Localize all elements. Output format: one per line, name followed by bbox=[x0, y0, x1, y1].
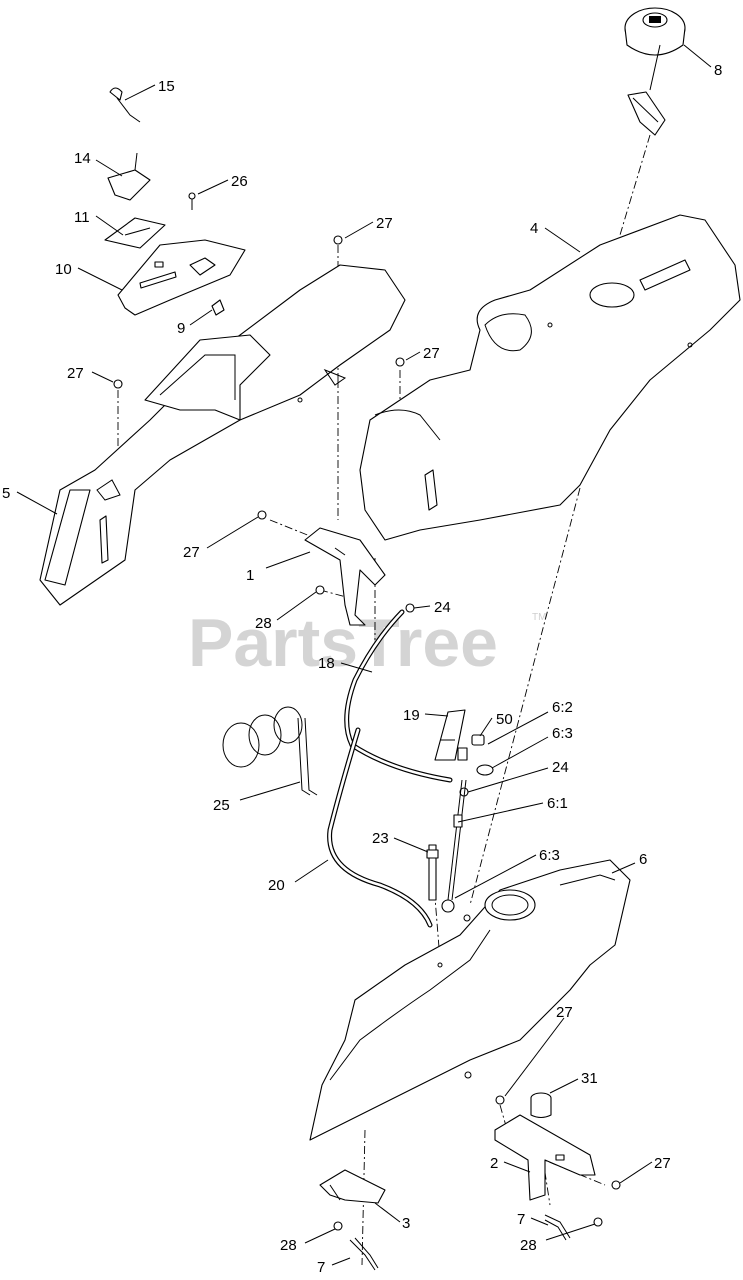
callout-11: 11 bbox=[74, 209, 90, 226]
callout-18: 18 bbox=[318, 655, 335, 672]
callout-27-right: 27 bbox=[654, 1155, 671, 1172]
callout-15: 15 bbox=[158, 78, 175, 95]
callout-19: 19 bbox=[403, 707, 420, 724]
callout-24-upper: 24 bbox=[434, 599, 451, 616]
callout-7-right: 7 bbox=[517, 1211, 525, 1228]
bracket-lower-left bbox=[319, 1169, 386, 1204]
callout-6: 6 bbox=[639, 851, 647, 868]
hose-pieces bbox=[349, 1214, 571, 1271]
callout-5: 5 bbox=[2, 485, 10, 502]
callout-24-lower: 24 bbox=[552, 759, 569, 776]
bumper-pad bbox=[530, 1092, 552, 1119]
callout-25: 25 bbox=[213, 797, 230, 814]
callout-labels: 15 14 26 11 10 9 27 27 27 27 27 27 8 4 5… bbox=[2, 62, 722, 1276]
callout-27-left: 27 bbox=[67, 365, 84, 382]
bracket-upper bbox=[304, 527, 386, 626]
callout-28-left: 28 bbox=[280, 1237, 297, 1254]
callout-27-lower: 27 bbox=[556, 1004, 573, 1021]
callout-10: 10 bbox=[55, 261, 72, 278]
callout-50: 50 bbox=[496, 711, 513, 728]
callout-27-center: 27 bbox=[423, 345, 440, 362]
fuel-sender bbox=[447, 779, 467, 901]
callout-27-bracket: 27 bbox=[183, 544, 200, 561]
callout-1: 1 bbox=[246, 567, 254, 584]
fuel-fitting bbox=[434, 709, 466, 761]
fuel-tank bbox=[309, 859, 631, 1141]
callout-6-3-upper: 6:3 bbox=[552, 725, 573, 742]
hoses bbox=[327, 609, 453, 928]
callout-3: 3 bbox=[402, 1215, 410, 1232]
bracket-lower-right bbox=[494, 1114, 596, 1201]
callout-23: 23 bbox=[372, 830, 389, 847]
callout-28-upper: 28 bbox=[255, 615, 272, 632]
callout-31: 31 bbox=[581, 1070, 598, 1087]
callout-27-top: 27 bbox=[376, 215, 393, 232]
upper-housing bbox=[359, 214, 741, 541]
callout-6-1: 6:1 bbox=[547, 795, 568, 812]
control-panel-assembly bbox=[104, 87, 246, 316]
callout-28-right: 28 bbox=[520, 1237, 537, 1254]
hose-clamps bbox=[222, 706, 318, 796]
callout-26: 26 bbox=[231, 173, 248, 190]
callout-8: 8 bbox=[714, 62, 722, 79]
callout-14: 14 bbox=[74, 150, 91, 167]
callout-7-left: 7 bbox=[317, 1259, 325, 1276]
fuel-cap bbox=[624, 7, 686, 136]
callout-2: 2 bbox=[490, 1155, 498, 1172]
watermark-trademark: TM bbox=[532, 612, 546, 623]
callout-6-2: 6:2 bbox=[552, 699, 573, 716]
leader-lines bbox=[16, 44, 712, 1266]
pickup-tube bbox=[426, 844, 439, 901]
callout-9: 9 bbox=[177, 320, 185, 337]
callout-20: 20 bbox=[268, 877, 285, 894]
tank-fittings bbox=[457, 734, 494, 776]
callout-4: 4 bbox=[530, 220, 538, 237]
watermark-brand: PartsTree bbox=[188, 605, 498, 681]
left-console-housing bbox=[39, 264, 406, 606]
callout-6-3-lower: 6:3 bbox=[539, 847, 560, 864]
